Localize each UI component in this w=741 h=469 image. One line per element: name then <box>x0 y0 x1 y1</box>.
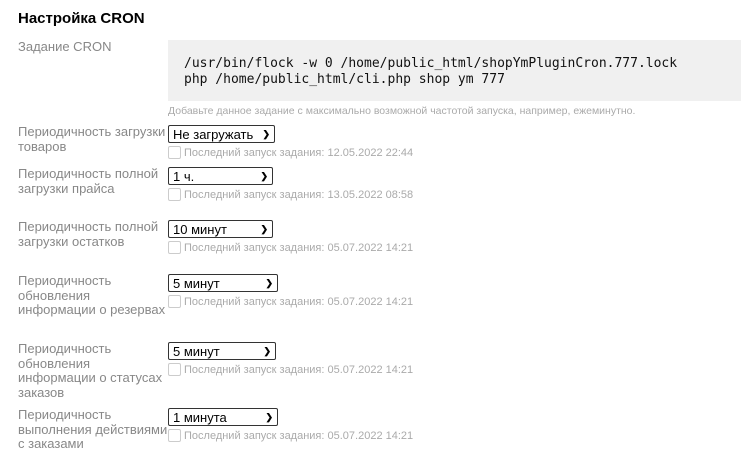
cron-label: Задание CRON <box>18 39 112 54</box>
last-run: Последний запуск задания: 05.07.2022 14:… <box>184 429 414 442</box>
frequency-select[interactable]: Не загружать ❯ <box>168 125 275 143</box>
page-title: Настройка CRON <box>18 10 145 27</box>
checkbox[interactable] <box>168 429 181 442</box>
chevron-down-icon: ❯ <box>262 128 270 139</box>
setting-label: Периодичность загрузки товаров <box>18 124 166 154</box>
last-run: Последний запуск задания: 05.07.2022 14:… <box>184 363 414 376</box>
checkbox[interactable] <box>168 295 181 308</box>
cron-line-2: php /home/public_html/cli.php shop ym 77… <box>184 72 505 87</box>
setting-label: Периодичность выполнения действиями с за… <box>18 407 168 451</box>
last-run: Последний запуск задания: 05.07.2022 14:… <box>184 295 414 308</box>
select-value: 5 минут <box>173 275 220 291</box>
frequency-select[interactable]: 5 минут ❯ <box>168 342 276 360</box>
select-value: 1 ч. <box>173 168 195 184</box>
checkbox[interactable] <box>168 241 181 254</box>
setting-row: Периодичность полной загрузки прайса 1 ч… <box>18 166 741 201</box>
frequency-select[interactable]: 1 минута ❯ <box>168 408 278 426</box>
last-run: Последний запуск задания: 12.05.2022 22:… <box>184 146 414 159</box>
frequency-select[interactable]: 10 минут ❯ <box>168 220 273 238</box>
select-value: 10 минут <box>173 221 227 237</box>
select-value: 1 минута <box>173 409 227 425</box>
setting-row: Периодичность полной загрузки остатков 1… <box>18 219 741 254</box>
chevron-down-icon: ❯ <box>265 411 273 422</box>
last-run: Последний запуск задания: 05.07.2022 14:… <box>184 241 414 254</box>
chevron-down-icon: ❯ <box>265 277 273 288</box>
cron-command: /usr/bin/flock -w 0 /home/public_html/sh… <box>168 40 741 101</box>
frequency-select[interactable]: 1 ч. ❯ <box>168 167 273 185</box>
checkbox[interactable] <box>168 188 181 201</box>
chevron-down-icon: ❯ <box>260 223 268 234</box>
chevron-down-icon: ❯ <box>263 345 271 356</box>
cron-line-1: /usr/bin/flock -w 0 /home/public_html/sh… <box>184 56 678 71</box>
select-value: 5 минут <box>173 343 220 359</box>
setting-label: Периодичность полной загрузки остатков <box>18 219 159 249</box>
setting-row: Периодичность обновления информации о ре… <box>18 273 741 318</box>
setting-label: Периодичность обновления информации о ре… <box>18 273 166 317</box>
setting-row: Периодичность загрузки товаров Не загруж… <box>18 124 741 159</box>
frequency-select[interactable]: 5 минут ❯ <box>168 274 278 292</box>
setting-row: Периодичность выполнения действиями с за… <box>18 407 741 452</box>
setting-label: Периодичность обновления информации о ст… <box>18 341 163 400</box>
checkbox[interactable] <box>168 146 181 159</box>
checkbox[interactable] <box>168 363 181 376</box>
last-run: Последний запуск задания: 13.05.2022 08:… <box>184 188 414 201</box>
setting-label: Периодичность полной загрузки прайса <box>18 166 159 196</box>
setting-row: Периодичность обновления информации о ст… <box>18 341 741 400</box>
cron-hint: Добавьте данное задание с максимально во… <box>168 105 636 117</box>
chevron-down-icon: ❯ <box>260 170 268 181</box>
select-value: Не загружать <box>173 126 254 142</box>
